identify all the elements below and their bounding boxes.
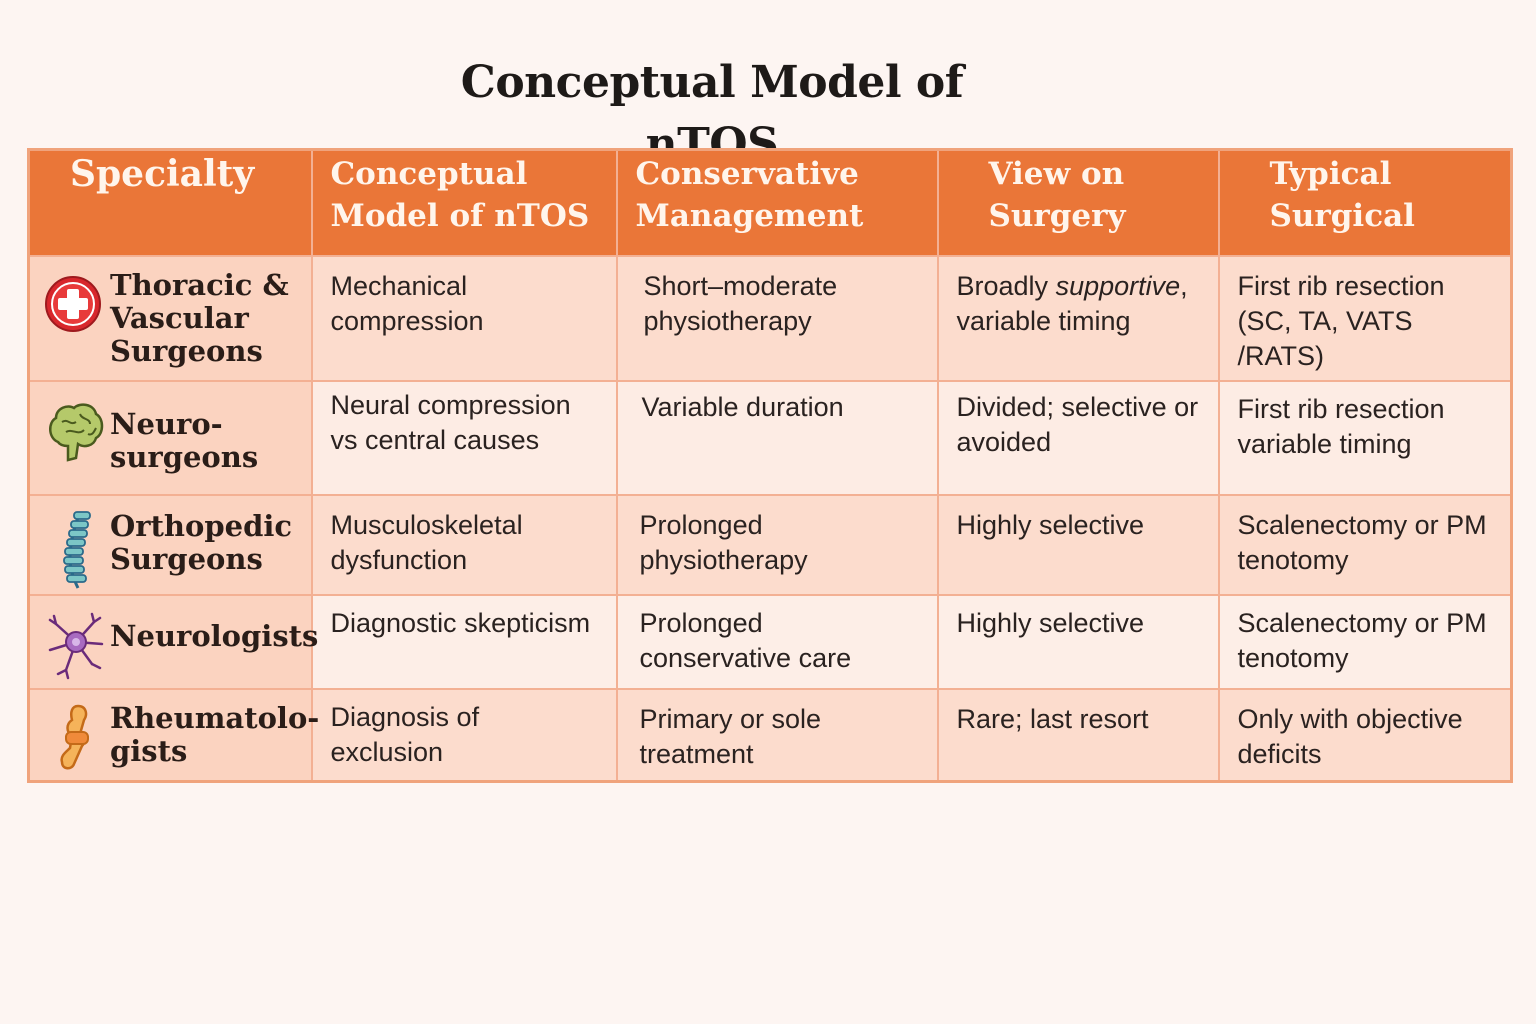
specialty-cell: Neurologists <box>27 594 318 690</box>
header-typical-surgical: Typical Surgical <box>1217 148 1513 257</box>
header-conceptual-model: Conceptual Model of nTOS <box>310 148 618 257</box>
typical-surgical-cell: Only with objective deficits <box>1217 688 1513 783</box>
header-specialty: Specialty <box>27 148 313 257</box>
specialty-label: Neurologists <box>110 619 319 653</box>
table-row-thoracic-vascular: Thoracic & Vascular Surgeons Mechanical … <box>27 255 1513 382</box>
specialty-cell: Thoracic & Vascular Surgeons <box>27 255 313 382</box>
conservative-cell: Short–moderate physiotherapy <box>615 255 939 382</box>
specialty-cell: Rheumatolo-gists <box>27 688 319 783</box>
table-row-neurologists: Neurologists Diagnostic skepticism Prolo… <box>27 594 1513 690</box>
surgery-view-cell: Highly selective <box>936 594 1220 690</box>
typical-surgical-cell: First rib resection (SC, TA, VATS /RATS) <box>1217 255 1513 382</box>
neuron-icon <box>48 612 104 680</box>
specialty-cell: Orthopedic Surgeons <box>27 494 313 596</box>
table-row-orthopedic: Orthopedic Surgeons Musculoskeletal dysf… <box>27 494 1513 596</box>
conservative-cell: Prolonged conservative care <box>615 594 939 690</box>
medical-cross-icon <box>45 276 101 332</box>
specialty-cell: Neuro-surgeons <box>27 380 313 496</box>
table-row-rheumatologists: Rheumatolo-gists Diagnosis of exclusion … <box>27 688 1513 783</box>
model-cell: Musculoskeletal dysfunction <box>310 494 618 596</box>
specialty-label: Orthopedic Surgeons <box>110 509 293 576</box>
table-row-neurosurgeons: Neuro-surgeons Neural compression vs cen… <box>27 380 1513 496</box>
header-conservative-management: Conservative Management <box>615 148 939 257</box>
surgery-view-cell: Broadly supportive, variable timing <box>936 255 1220 382</box>
surgery-view-cell: Highly selective <box>936 494 1220 596</box>
typical-surgical-cell: Scalenectomy or PM tenotomy <box>1217 594 1513 690</box>
conservative-cell: Primary or sole treatment <box>615 688 939 783</box>
typical-surgical-cell: First rib resection variable timing <box>1217 380 1513 496</box>
header-row: Specialty Conceptual Model of nTOS Conse… <box>27 148 1513 257</box>
conservative-cell: Variable duration <box>615 380 939 496</box>
surgery-view-cell: Divided; selective or avoided <box>936 380 1220 496</box>
emphasis-text: supportive <box>1055 271 1181 301</box>
specialty-label: Rheumatolo-gists <box>110 701 320 768</box>
model-cell: Diagnostic skepticism <box>310 594 618 690</box>
typical-surgical-cell: Scalenectomy or PM tenotomy <box>1217 494 1513 596</box>
model-cell: Neural compression vs central causes <box>310 380 618 496</box>
comparison-table: Specialty Conceptual Model of nTOS Conse… <box>27 148 1513 783</box>
joint-icon <box>60 704 89 770</box>
model-cell: Diagnosis of exclusion <box>310 688 618 783</box>
conservative-cell: Prolonged physiotherapy <box>615 494 939 596</box>
spine-icon <box>63 511 91 589</box>
specialty-label: Neuro-surgeons <box>110 407 259 474</box>
brain-icon <box>49 403 104 462</box>
specialty-label: Thoracic & Vascular Surgeons <box>110 268 289 368</box>
header-view-on-surgery: View on Surgery <box>936 148 1220 257</box>
page-title: Conceptual Model of nTOS <box>460 57 964 170</box>
surgery-view-cell: Rare; last resort <box>936 688 1220 783</box>
model-cell: Mechanical compression <box>310 255 618 382</box>
